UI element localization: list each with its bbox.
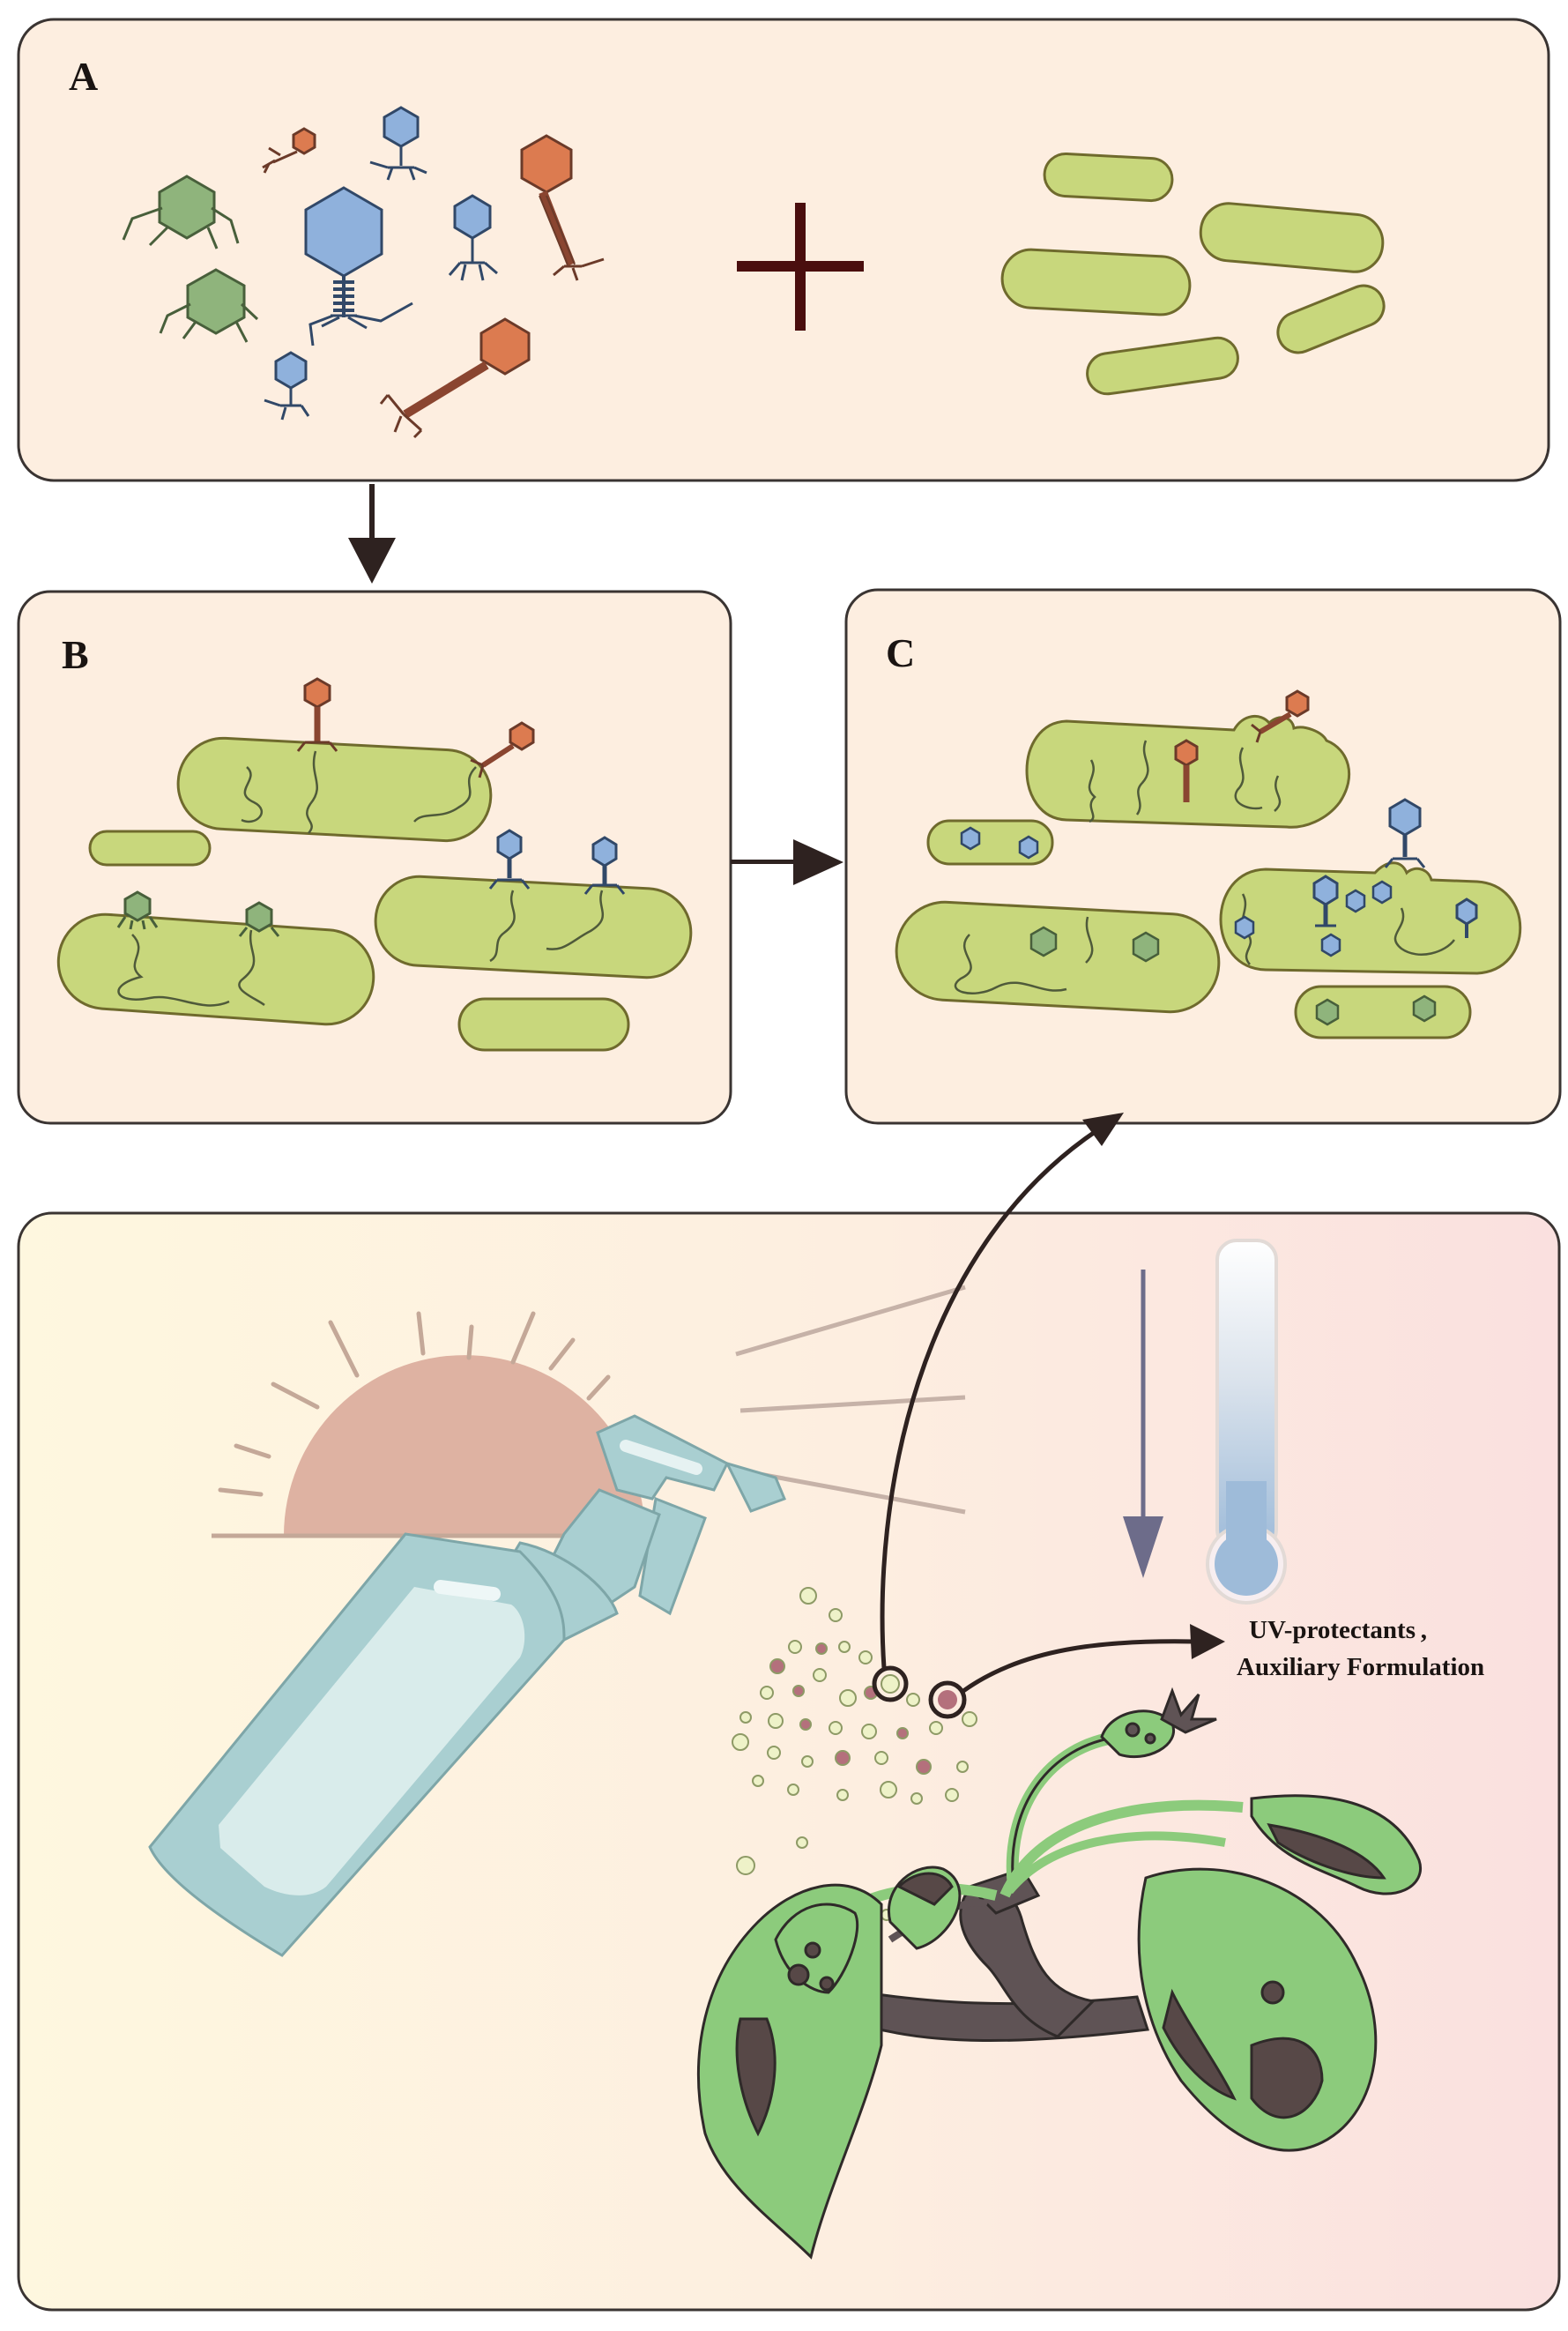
- plant-icon: [697, 1687, 1422, 2260]
- panel-a: A: [17, 18, 1550, 482]
- bacterium-c4: [895, 900, 1221, 1014]
- phage-c-blue-inside-1: [1312, 875, 1339, 927]
- thermometer-icon: [1206, 1239, 1287, 1605]
- bacterium-c3-lysing: [1219, 861, 1522, 975]
- phage-orange-bottom: [379, 317, 531, 439]
- panel-c: C: [844, 588, 1562, 1125]
- phage-b-orange-1: [296, 677, 338, 752]
- phage-c-blue-top: [1384, 798, 1426, 868]
- panel-b: B: [17, 590, 732, 1125]
- bacteria-group-a: [1000, 152, 1386, 396]
- bacterium: [1043, 152, 1174, 203]
- panel-b-letter: B: [62, 632, 89, 677]
- bacterium-b2: [88, 830, 212, 867]
- bacterium-b5: [457, 997, 630, 1052]
- temperature-down-arrow: [1123, 1270, 1163, 1578]
- phage-b-green-1: [116, 890, 159, 930]
- bacterium-b3: [374, 875, 693, 979]
- phage-blue-mid: [448, 194, 498, 281]
- phage-c-blue-inside-2: [1455, 897, 1478, 938]
- arrow-droplet-to-label: [962, 1624, 1225, 1694]
- phage-b-blue-1: [488, 829, 531, 890]
- auxiliary-formulation-label: Auxiliary Formulation: [1237, 1653, 1484, 1681]
- dna-squiggles-b: [117, 750, 605, 1007]
- phage-b-blue-2: [583, 836, 626, 895]
- bacterium-b4: [56, 912, 375, 1026]
- phage-blue-large: [304, 186, 413, 346]
- arrow-a-to-b: [348, 484, 396, 584]
- phage-c-orange-2: [1251, 689, 1310, 743]
- phage-orange-small: [262, 127, 316, 174]
- uv-protectants-label: UV-protectants ,: [1249, 1616, 1427, 1644]
- phage-b-green-2: [238, 901, 280, 937]
- arrow-b-to-c: [731, 839, 843, 885]
- bacterium: [1000, 248, 1192, 317]
- bacterium: [1199, 202, 1385, 273]
- phage-blue-top: [369, 106, 427, 181]
- spray-droplets: [732, 1587, 977, 1921]
- bacterium-b1: [176, 736, 493, 843]
- application-panel: UV-protectants , Auxiliary Formulation: [17, 1113, 1561, 2312]
- panel-a-letter: A: [69, 54, 98, 99]
- spray-bottle-icon: [148, 1414, 786, 1957]
- bacterium: [1086, 336, 1239, 396]
- phage-c-blue-heads: [960, 826, 1393, 957]
- phage-b-orange-2: [470, 721, 535, 778]
- phage-green-1: [122, 175, 240, 249]
- plus-sign: [737, 203, 864, 331]
- panel-c-letter: C: [886, 630, 915, 675]
- phage-c-green-heads: [1029, 926, 1437, 1026]
- arrow-droplet-to-panel-c: [880, 1113, 1124, 1669]
- droplet-phage-highlight: [872, 1665, 909, 1702]
- phage-c-orange-1: [1174, 739, 1199, 802]
- phage-orange-top-right: [520, 134, 605, 281]
- phage-blue-small: [264, 351, 310, 421]
- phage-green-2: [159, 268, 259, 343]
- uv-rays: [735, 1285, 966, 1515]
- droplet-protectant-highlight: [928, 1680, 967, 1719]
- bacterium: [1276, 284, 1386, 354]
